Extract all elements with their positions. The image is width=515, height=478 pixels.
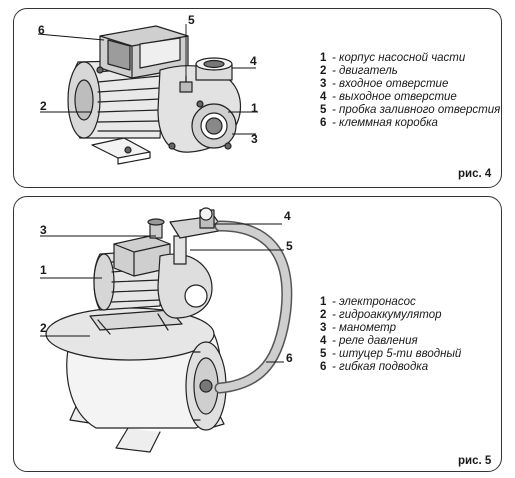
fig5-caption: рис. 5 [458, 455, 492, 467]
fig4-callout-1: 1 [251, 101, 258, 115]
fig5-legend: 1- электронасос 2- гидроаккумулятор 3- м… [320, 296, 461, 374]
legend-item: 6- клеммная коробка [320, 117, 438, 129]
legend-item: 3- манометр [320, 322, 397, 334]
legend-item: 1- корпус насосной части [320, 52, 466, 64]
fig4-callout-3: 3 [251, 132, 258, 146]
fig5-callout-2: 2 [40, 321, 47, 335]
legend-item: 3- входное отверстие [320, 78, 449, 90]
fig5-callout-5: 5 [286, 239, 293, 253]
fig4-caption: рис. 4 [458, 168, 492, 180]
legend-item: 2- двигатель [320, 65, 398, 77]
fig4-legend: 1- корпус насосной части 2- двигатель 3-… [320, 52, 500, 130]
legend-item: 5- пробка заливного отверстия [320, 104, 501, 116]
fig4-callout-4: 4 [250, 54, 257, 68]
fig5-callout-1: 1 [40, 263, 47, 277]
fig4-callout-2: 2 [40, 99, 47, 113]
legend-item: 4- реле давления [320, 335, 418, 347]
legend-item: 1- электронасос [320, 296, 416, 308]
legend-item: 2- гидроаккумулятор [320, 309, 442, 321]
fig5-callout-6: 6 [286, 351, 293, 365]
legend-item: 6- гибкая подводка [320, 361, 429, 373]
fig4-callout-6: 6 [38, 23, 45, 37]
legend-item: 4- выходное отверстие [320, 91, 457, 103]
fig5-callout-3: 3 [40, 223, 47, 237]
legend-item: 5- штуцер 5-ти вводный [320, 348, 462, 360]
fig5-callout-4: 4 [284, 209, 291, 223]
fig4-callout-5: 5 [188, 13, 195, 27]
